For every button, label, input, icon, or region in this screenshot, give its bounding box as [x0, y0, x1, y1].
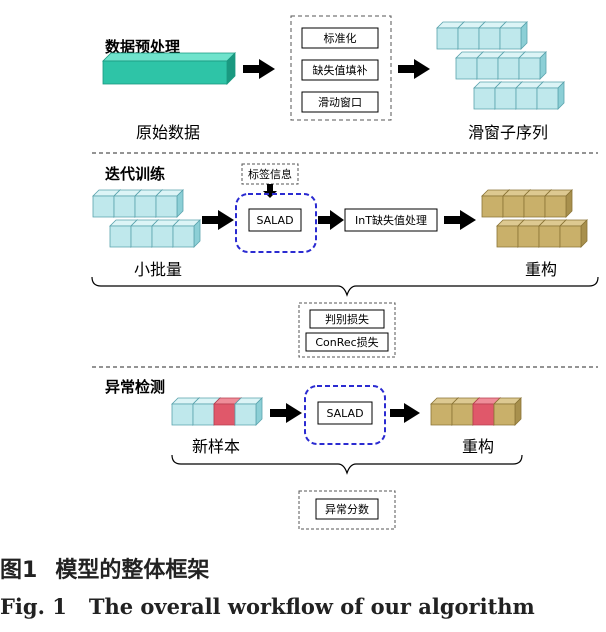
arrow-6 — [270, 403, 302, 423]
preprocess-group — [290, 15, 392, 121]
reconstruction-label-1: 重构 — [525, 260, 557, 279]
section2-title: 迭代训练 — [105, 165, 165, 183]
conrec-loss-label: ConRec损失 — [315, 335, 378, 349]
data-cube — [172, 219, 201, 248]
arrow-7 — [390, 403, 420, 423]
section3-title: 异常检测 — [105, 378, 165, 396]
int-box — [344, 208, 438, 232]
new-sample-label: 新样本 — [192, 437, 240, 456]
step-window — [301, 91, 379, 113]
raw-data-label: 原始数据 — [136, 123, 200, 142]
data-cube — [518, 51, 547, 80]
salad-train-group — [235, 193, 317, 253]
figure-title-cn: 模型的整体框架 — [55, 558, 210, 583]
mini-batch-cubes — [92, 189, 201, 248]
data-cube — [559, 219, 588, 248]
salad-detect-box — [317, 401, 373, 425]
data-cube — [493, 397, 522, 426]
salad-detect-group — [304, 385, 386, 445]
label-info-box — [241, 163, 299, 185]
reconstruction-cubes — [481, 189, 588, 248]
data-cube — [155, 189, 184, 218]
figure-number-cn: 图1 — [0, 558, 38, 583]
brace-2 — [171, 454, 523, 475]
arrow-2 — [398, 59, 430, 79]
sliding-window-cubes — [436, 21, 565, 110]
step-impute-label: 缺失值填补 — [313, 63, 368, 77]
label-arrow — [263, 184, 277, 198]
step-window-label: 滑动窗口 — [318, 95, 362, 109]
figure-caption-en: Fig. 1 The overall workflow of our algori… — [0, 594, 535, 619]
data-cube — [499, 21, 528, 50]
step-normalize-label: 标准化 — [324, 31, 357, 45]
data-cube — [234, 397, 263, 426]
new-sample-cubes — [171, 397, 263, 426]
salad-detect-label: SALAD — [326, 407, 363, 420]
figure-title-en: The overall workflow of our algorithm — [88, 594, 535, 619]
score-group — [298, 490, 396, 530]
section1-title: 数据预处理 — [105, 38, 180, 56]
arrow-3 — [202, 210, 234, 230]
brace-1 — [91, 276, 599, 297]
salad-train-label: SALAD — [256, 214, 293, 227]
data-cube — [430, 397, 459, 426]
score-box — [315, 498, 379, 520]
step-normalize — [301, 27, 379, 49]
data-cube — [544, 189, 573, 218]
raw-data-bar — [102, 52, 236, 85]
disc-loss-box — [309, 309, 385, 329]
workflow-diagram: 数据预处理 原始数据 标准化 缺失值填补 滑动窗口 滑窗子序列 迭代训练 标签信… — [91, 15, 599, 530]
arrow-5 — [444, 210, 476, 230]
figure-number-en: Fig. 1 — [0, 594, 67, 619]
int-label: InT缺失值处理 — [355, 213, 427, 227]
detect-reconstruction-cubes — [430, 397, 522, 426]
salad-train-box — [248, 208, 302, 232]
label-info-text: 标签信息 — [248, 167, 292, 181]
conrec-loss-box — [305, 332, 389, 352]
loss-group — [298, 302, 396, 358]
mini-batch-label: 小批量 — [134, 260, 182, 279]
step-impute — [301, 59, 379, 81]
disc-loss-label: 判别损失 — [325, 312, 369, 326]
arrow-1 — [243, 59, 275, 79]
arrow-4 — [318, 210, 344, 230]
reconstruction-label-2: 重构 — [462, 437, 494, 456]
score-label: 异常分数 — [325, 503, 369, 516]
figure-caption-cn: 图1 模型的整体框架 — [0, 552, 209, 584]
sliding-window-label: 滑窗子序列 — [468, 123, 548, 142]
data-cube — [536, 81, 565, 110]
